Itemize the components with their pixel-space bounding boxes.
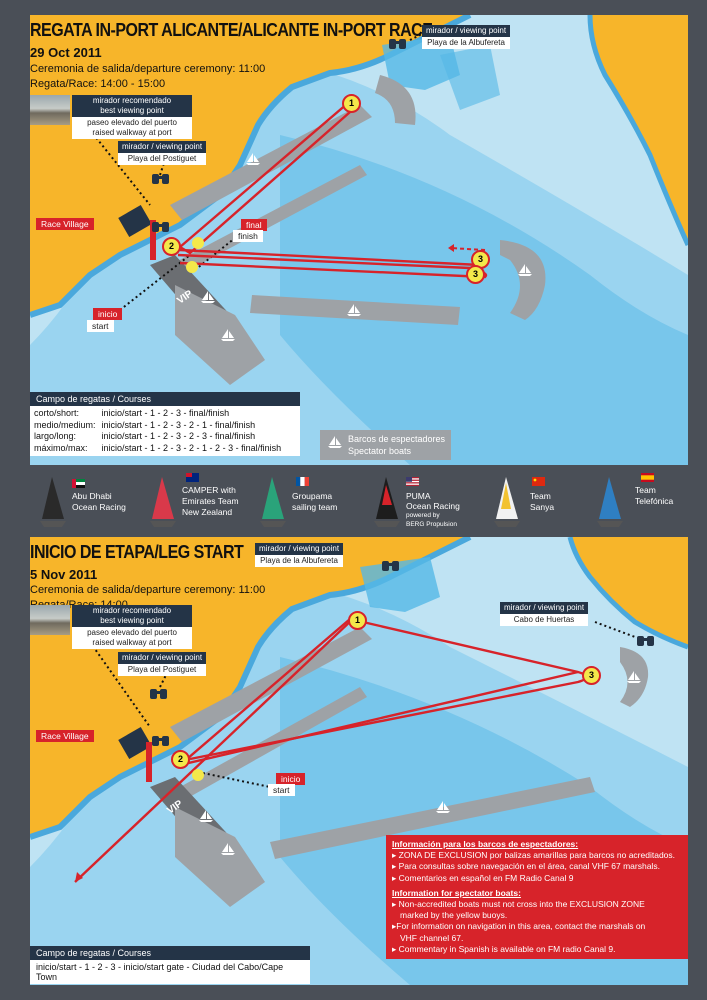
start-label-en: start xyxy=(87,320,114,332)
in-port-race-map: REGATA IN-PORT ALICANTE/ALICANTE IN-PORT… xyxy=(30,15,688,465)
binoculars-icon xyxy=(389,39,406,49)
binoculars-icon xyxy=(382,561,399,571)
sailboat-icon xyxy=(199,810,213,822)
courses-table: Campo de regatas / Courses corto/short:i… xyxy=(30,392,300,456)
viewing-point-albufereta: mirador / viewing point Playa de la Albu… xyxy=(396,25,511,49)
flag-icon xyxy=(532,477,545,486)
course-route: inicio/start - 1 - 2 - 3 - inicio/start … xyxy=(36,962,284,982)
buoy-1: 1 xyxy=(342,94,361,113)
start-label-es: inicio xyxy=(93,308,123,320)
sailboat-icon xyxy=(221,843,235,855)
courses-table: Campo de regatas / Courses inicio/start … xyxy=(30,946,310,984)
team-abu-dhabi: Abu Dhabi Ocean Racing xyxy=(38,471,138,531)
leg-start-map: INICIO DE ETAPA/LEG START 5 Nov 2011 Cer… xyxy=(30,537,688,985)
flag-icon xyxy=(186,473,199,482)
flag-icon xyxy=(406,477,419,486)
yacht-icon xyxy=(40,477,66,527)
sailboat-icon xyxy=(436,801,450,813)
sailboat-icon xyxy=(201,291,215,303)
viewing-point-huertas: mirador / viewing point Cabo de Huertas xyxy=(500,602,589,626)
flag-icon xyxy=(641,473,654,482)
buoy-2: 2 xyxy=(171,750,190,769)
course-row: largo/long:inicio/start - 1 - 2 - 3 - 2 … xyxy=(34,431,256,441)
team-puma: PUMA Ocean Racing powered by BERG Propul… xyxy=(372,471,482,531)
course-row: medio/medium:inicio/start - 1 - 2 - 3 - … xyxy=(34,419,256,430)
yacht-icon xyxy=(374,477,400,527)
panel-title: REGATA IN-PORT ALICANTE/ALICANTE IN-PORT… xyxy=(30,21,433,41)
finish-label-en: finish xyxy=(233,230,263,242)
team-telefonica: Team Telefónica xyxy=(595,471,688,531)
in-port-map-graphic xyxy=(30,15,688,465)
finish-label-es: final xyxy=(241,219,267,231)
race-date: 29 Oct 2011 xyxy=(30,45,102,60)
yacht-icon xyxy=(150,477,176,527)
sailboat-icon xyxy=(246,153,260,165)
ceremony-time: Ceremonia de salida/departure ceremony: … xyxy=(30,63,266,75)
sailboat-icon xyxy=(347,304,361,316)
flag-icon xyxy=(296,477,309,486)
yacht-icon xyxy=(597,477,623,527)
binoculars-icon xyxy=(152,736,169,746)
ceremony-time: Ceremonia de salida/departure ceremony: … xyxy=(30,584,266,596)
spectator-boats-notice: Información para los barcos de espectado… xyxy=(386,835,688,960)
course-row: corto/short:inicio/start - 1 - 2 - 3 - f… xyxy=(34,408,230,418)
viewing-point-postiguet: mirador / viewing point Playa del Postig… xyxy=(118,141,207,165)
viewing-point-albufereta: mirador / viewing point Playa de la Albu… xyxy=(255,543,344,567)
binoculars-icon xyxy=(150,689,167,699)
race-village-label: Race Village xyxy=(36,218,94,230)
walkway-photo xyxy=(30,95,70,125)
sailboat-icon xyxy=(518,264,532,276)
spectator-boats-legend: Barcos de espectadores Spectator boats xyxy=(320,430,452,460)
teams-strip: Abu Dhabi Ocean Racing CAMPER with Emira… xyxy=(30,471,688,531)
start-label-es: inicio xyxy=(276,773,306,785)
team-camper: CAMPER with Emirates Team New Zealand xyxy=(148,471,258,531)
sailboat-icon xyxy=(221,329,235,341)
viewing-point-postiguet: mirador / viewing point Playa del Postig… xyxy=(118,652,207,676)
start-label-en: start xyxy=(268,784,295,796)
race-time: Regata/Race: 14:00 - 15:00 xyxy=(30,78,166,90)
flag-icon xyxy=(72,479,85,488)
binoculars-icon xyxy=(152,222,169,232)
buoy-3b: 3 xyxy=(466,265,485,284)
race-village-label: Race Village xyxy=(36,730,94,742)
binoculars-icon xyxy=(637,636,654,646)
team-sanya: Team Sanya xyxy=(492,471,582,531)
buoy-1: 1 xyxy=(348,611,367,630)
binoculars-icon xyxy=(152,174,169,184)
race-date: 5 Nov 2011 xyxy=(30,567,98,582)
yacht-icon xyxy=(494,477,520,527)
course-row: máximo/max:inicio/start - 1 - 2 - 3 - 2 … xyxy=(34,442,282,453)
panel-title: INICIO DE ETAPA/LEG START xyxy=(30,543,244,563)
team-groupama: Groupama sailing team xyxy=(258,471,358,531)
walkway-photo xyxy=(30,605,70,635)
sailboat-icon xyxy=(328,436,342,448)
buoy-3: 3 xyxy=(582,666,601,685)
sailboat-icon xyxy=(627,671,641,683)
buoy-2: 2 xyxy=(162,237,181,256)
yacht-icon xyxy=(260,477,286,527)
